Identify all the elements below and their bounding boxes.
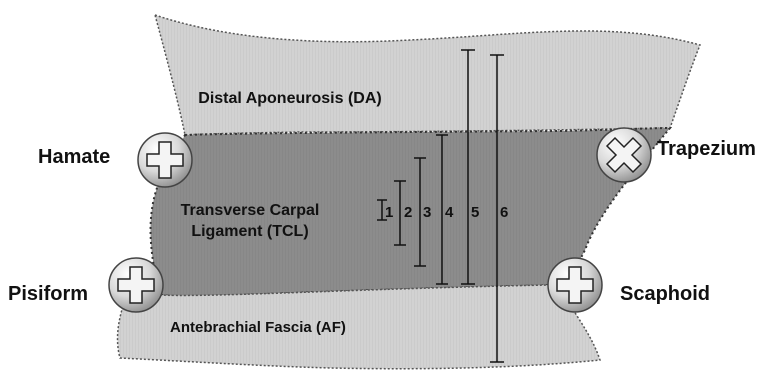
pisiform-bone	[109, 258, 163, 312]
trapezium-bone	[597, 128, 651, 182]
hamate-label: Hamate	[38, 146, 110, 168]
distal-aponeurosis-region	[155, 15, 700, 135]
distal-aponeurosis-label: Distal Aponeurosis (DA)	[198, 90, 381, 107]
pisiform-label: Pisiform	[8, 283, 88, 305]
measurement-3-label: 3	[423, 204, 431, 221]
scaphoid-label: Scaphoid	[620, 283, 710, 305]
measurement-1-label: 1	[385, 204, 393, 221]
measurement-2-label: 2	[404, 204, 412, 221]
measurement-6-label: 6	[500, 204, 508, 221]
scaphoid-bone	[548, 258, 602, 312]
measurement-5-label: 5	[471, 204, 479, 221]
antebrachial-fascia-label: Antebrachial Fascia (AF)	[170, 319, 346, 336]
tcl-label-line2: Ligament (TCL)	[191, 223, 308, 240]
hamate-bone	[138, 133, 192, 187]
tcl-label-line1: Transverse Carpal	[181, 202, 320, 219]
measurement-4-label: 4	[445, 204, 454, 221]
trapezium-label: Trapezium	[657, 138, 756, 160]
